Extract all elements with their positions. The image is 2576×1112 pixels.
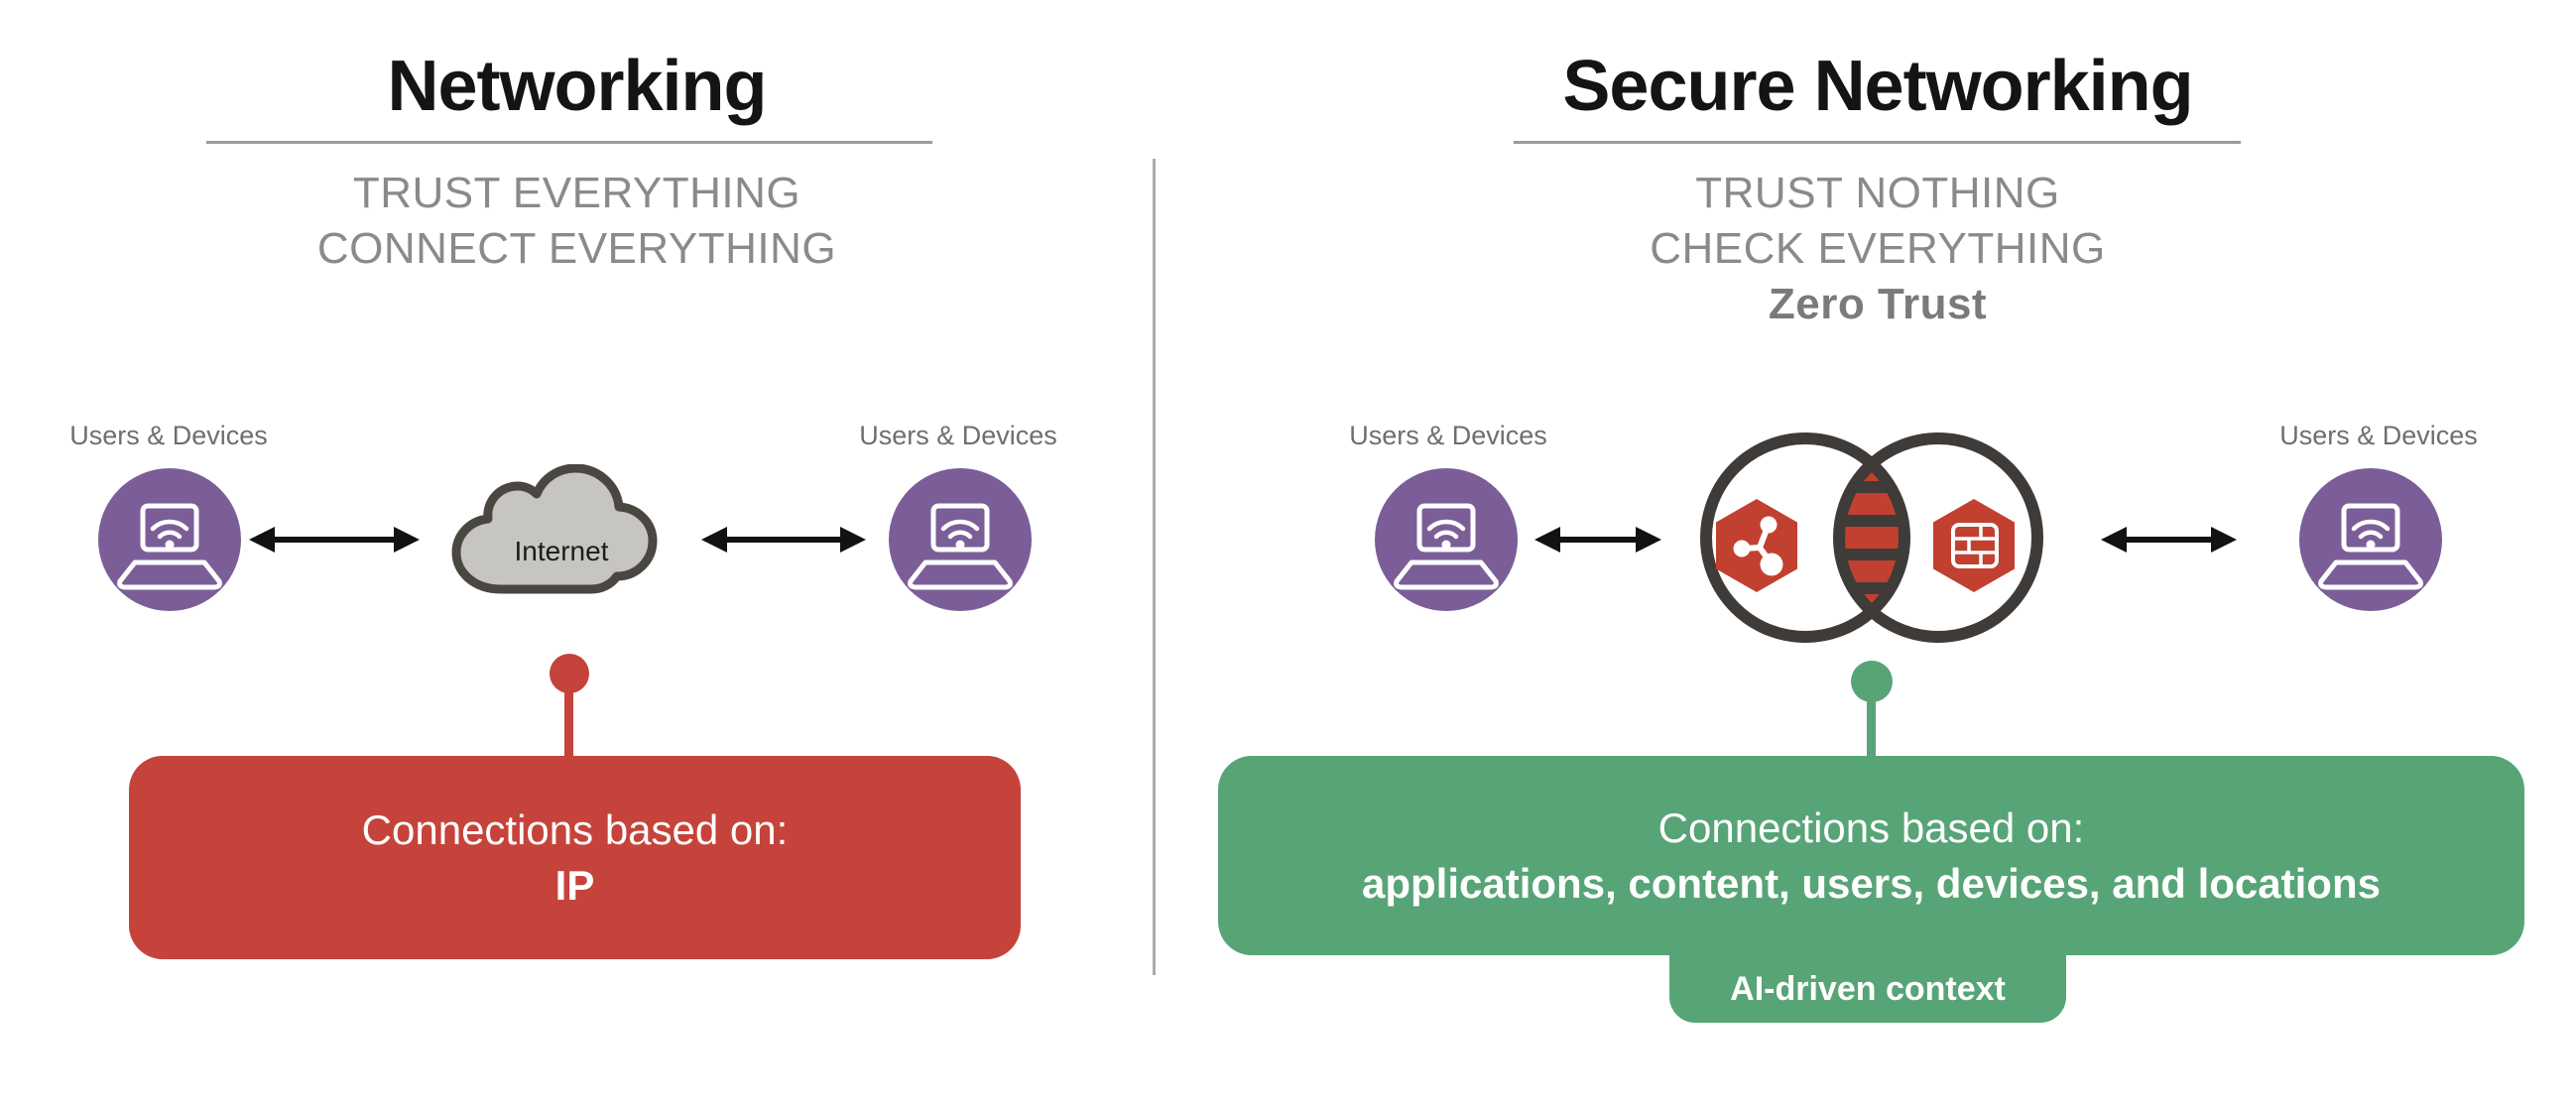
firewall-hexagon-icon [1930, 496, 2018, 595]
double-headed-arrow [726, 537, 841, 543]
networking-subtitle: TRUST EVERYTHING CONNECT EVERYTHING [0, 166, 1154, 277]
subtitle-line: TRUST NOTHING [1695, 169, 2060, 217]
networking-title: Networking [387, 47, 767, 126]
laptop-wifi-icon [1375, 468, 1518, 611]
connector-stem-green [1867, 681, 1876, 759]
panel-divider [1153, 159, 1156, 975]
double-headed-arrow [2126, 537, 2212, 543]
double-headed-arrow [1559, 537, 1637, 543]
laptop-wifi-icon [889, 468, 1032, 611]
secure-networking-title-underline [1514, 141, 2241, 144]
connector-stem-red [564, 674, 573, 758]
connections-box-line1: Connections based on: [1657, 803, 2085, 851]
laptop-wifi-icon [98, 468, 241, 611]
connections-box-secure: Connections based on: applications, cont… [1218, 756, 2524, 955]
users-devices-label: Users & Devices [2279, 421, 2478, 450]
users-devices-label: Users & Devices [859, 421, 1057, 450]
connections-box-ip: Connections based on: IP [129, 756, 1021, 959]
connections-box-line2: applications, content, users, devices, a… [1362, 859, 2381, 907]
users-devices-label: Users & Devices [1349, 421, 1547, 450]
subtitle-line: CONNECT EVERYTHING [316, 224, 837, 273]
double-headed-arrow [274, 537, 395, 543]
subtitle-line: CHECK EVERYTHING [1650, 224, 2106, 273]
laptop-wifi-icon [2299, 468, 2442, 611]
internet-cloud-icon [444, 463, 669, 609]
network-nodes-hexagon-icon [1713, 496, 1800, 595]
ai-driven-context-tab: AI-driven context [1669, 955, 2066, 1023]
venn-overlap-icon [1686, 419, 2057, 657]
networking-title-underline [206, 141, 932, 144]
subtitle-line: TRUST EVERYTHING [352, 169, 801, 217]
cloud-label: Internet [514, 536, 609, 566]
connections-box-line1: Connections based on: [361, 805, 789, 853]
zero-trust-label: Zero Trust [1768, 280, 1988, 328]
secure-networking-title: Secure Networking [1562, 47, 2193, 126]
users-devices-label: Users & Devices [69, 421, 268, 450]
connections-box-line2: IP [554, 861, 595, 909]
secure-networking-subtitle: TRUST NOTHING CHECK EVERYTHING Zero Trus… [1283, 166, 2473, 332]
